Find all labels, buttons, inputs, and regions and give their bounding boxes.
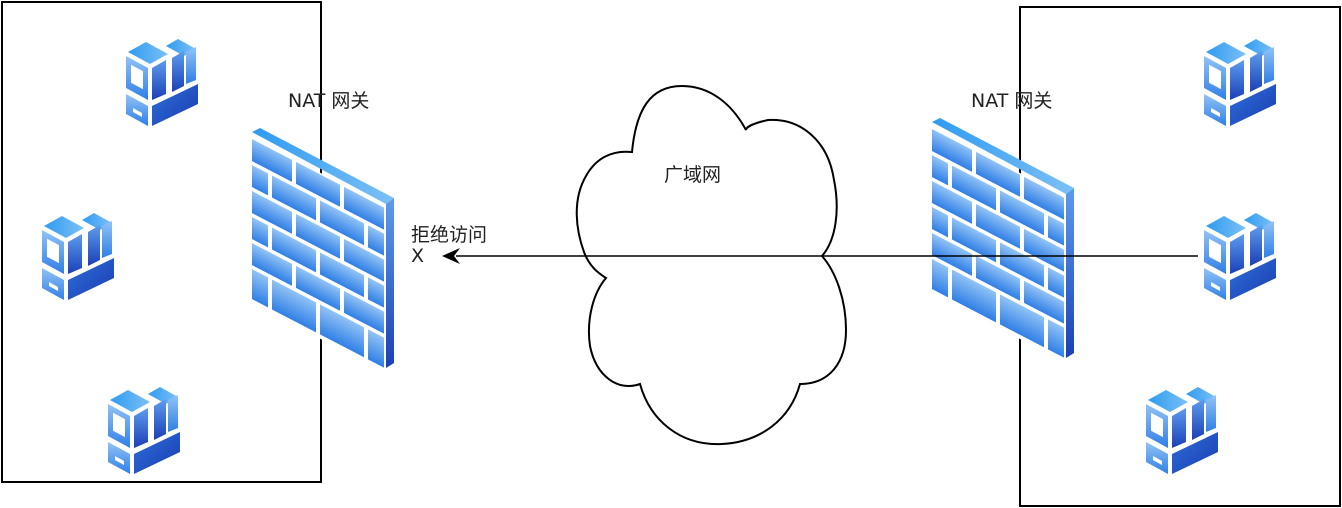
deny-access-label: 拒绝访问 — [411, 224, 488, 246]
left-firewall-icon — [250, 128, 394, 372]
right-computer-1-icon — [1204, 39, 1276, 126]
left-gateway-label: NAT 网关 — [288, 90, 370, 112]
left-computer-3-icon — [108, 387, 180, 474]
right-gateway-label: NAT 网关 — [971, 90, 1053, 112]
left-computer-2-icon — [42, 213, 114, 300]
left-computer-1-icon — [126, 39, 198, 126]
right-computer-3-icon — [1146, 387, 1218, 474]
wan-cloud-icon — [575, 84, 848, 446]
right-firewall-icon — [930, 118, 1074, 362]
right-computer-2-icon — [1204, 213, 1276, 300]
blocked-marker: X — [411, 245, 425, 267]
wan-label: 广域网 — [664, 164, 722, 186]
arrow-head-icon — [442, 248, 460, 264]
